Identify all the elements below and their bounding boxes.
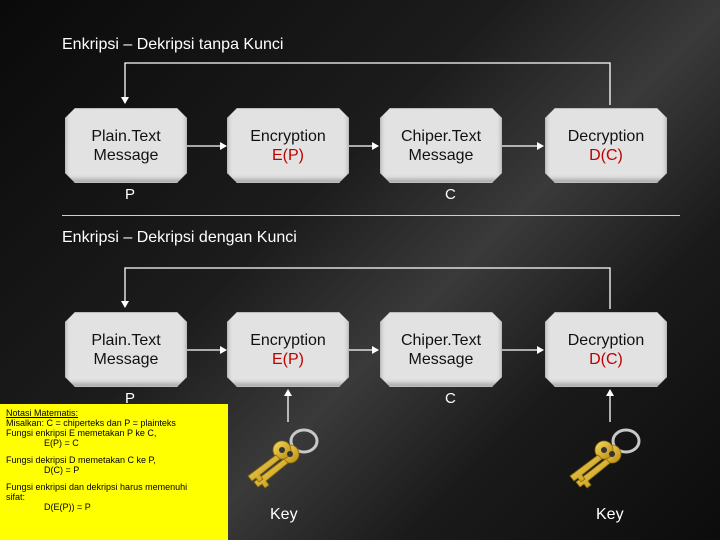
loop-line-bottom: [121, 267, 611, 309]
key-label-left: Key: [270, 506, 298, 523]
node-function: D(C): [589, 350, 623, 368]
label-c-1: C: [445, 186, 456, 203]
node-label: Message: [408, 350, 474, 368]
node-label: Chiper.Text: [400, 127, 482, 145]
notes-line: Misalkan: C = chiperteks dan P = plainte…: [6, 418, 176, 428]
node-label: Chiper.Text: [400, 331, 482, 349]
plaintext-node-2: Plain.Text Message: [65, 312, 187, 387]
label-p-1: P: [125, 186, 136, 203]
notes-line: Fungsi enkripsi E memetakan P ke C,: [6, 428, 157, 438]
decryption-node-1: Decryption D(C): [545, 108, 667, 183]
ciphertext-node-2: Chiper.Text Message: [380, 312, 502, 387]
key-icon: [247, 428, 319, 489]
node-label: Plain.Text: [91, 331, 161, 349]
node-label: Plain.Text: [91, 127, 161, 145]
node-function: D(C): [589, 146, 623, 164]
notes-heading: Notasi Matematis:: [6, 408, 79, 418]
notes-line: Fungsi enkripsi dan dekripsi harus memen…: [6, 482, 188, 492]
node-label: Encryption: [250, 127, 326, 145]
node-label: Message: [408, 146, 474, 164]
key-icon: [569, 428, 641, 489]
notes-line: Fungsi dekripsi D memetakan C ke P,: [6, 455, 156, 465]
section-divider: [62, 215, 680, 216]
section-title-without-key: Enkripsi – Dekripsi tanpa Kunci: [62, 36, 284, 53]
notes-formula: D(C) = P: [44, 465, 80, 475]
node-label: Decryption: [567, 331, 645, 349]
section-title-with-key: Enkripsi – Dekripsi dengan Kunci: [62, 229, 297, 246]
notes-formula: E(P) = C: [44, 438, 79, 448]
notes-line: sifat:: [6, 492, 26, 502]
encryption-node-2: Encryption E(P): [227, 312, 349, 387]
encryption-node-1: Encryption E(P): [227, 108, 349, 183]
node-label: Message: [93, 350, 159, 368]
notes-formula: D(E(P)) = P: [44, 502, 91, 512]
label-p-2: P: [125, 390, 136, 407]
loop-line-top: [121, 62, 611, 105]
node-label: Decryption: [567, 127, 645, 145]
node-function: E(P): [272, 146, 304, 164]
label-c-2: C: [445, 390, 456, 407]
math-notation-box: Notasi Matematis: Misalkan: C = chiperte…: [0, 404, 228, 540]
plaintext-node-1: Plain.Text Message: [65, 108, 187, 183]
node-label: Encryption: [250, 331, 326, 349]
decryption-node-2: Decryption D(C): [545, 312, 667, 387]
node-label: Message: [93, 146, 159, 164]
node-function: E(P): [272, 350, 304, 368]
key-label-right: Key: [596, 506, 624, 523]
ciphertext-node-1: Chiper.Text Message: [380, 108, 502, 183]
